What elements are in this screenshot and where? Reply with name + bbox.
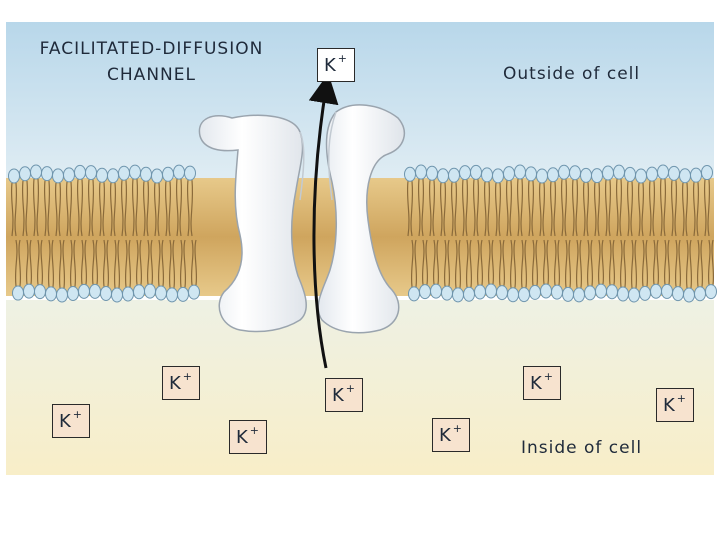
potassium-ion: K+ bbox=[52, 404, 90, 438]
potassium-ion: K+ bbox=[325, 378, 363, 412]
potassium-ion: K+ bbox=[317, 48, 355, 82]
channel-subunit-right bbox=[317, 104, 406, 334]
diagram-title: FACILITATED-DIFFUSION CHANNEL bbox=[14, 36, 289, 88]
potassium-ion: K+ bbox=[432, 418, 470, 452]
potassium-ion: K+ bbox=[523, 366, 561, 400]
transport-arrow bbox=[308, 73, 339, 369]
outside-label: Outside of cell bbox=[503, 64, 641, 84]
potassium-ion: K+ bbox=[656, 388, 694, 422]
channel-protein bbox=[198, 104, 406, 334]
potassium-ion: K+ bbox=[162, 366, 200, 400]
inside-label: Inside of cell bbox=[521, 438, 643, 458]
lipid-bilayer bbox=[6, 164, 717, 303]
channel-subunit-left bbox=[198, 114, 307, 333]
title-line-2: CHANNEL bbox=[107, 65, 196, 85]
potassium-ion: K+ bbox=[229, 420, 267, 454]
title-line-1: FACILITATED-DIFFUSION bbox=[39, 39, 264, 59]
